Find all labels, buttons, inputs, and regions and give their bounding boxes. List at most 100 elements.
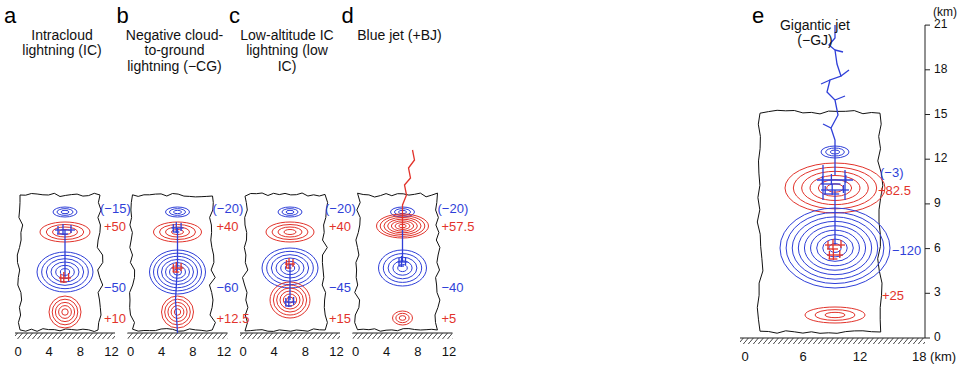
charge-contour	[57, 209, 73, 216]
panel-letter: a	[4, 4, 16, 28]
axis-or-charge-label: +5	[442, 312, 457, 326]
lightning-channel	[68, 273, 69, 281]
lightning-channel	[844, 170, 845, 200]
charge-contour	[393, 311, 413, 325]
lightning-channel	[821, 80, 830, 84]
axis-tick	[925, 338, 930, 339]
axis-or-charge-label: 4	[46, 345, 53, 359]
panel-title: Negative cloud-to-ground lightning (−CG)	[125, 28, 225, 74]
axis-tick	[925, 25, 930, 26]
lightning-channel	[835, 50, 843, 52]
lightning-channel	[173, 264, 174, 272]
lightning-channel	[70, 225, 71, 233]
lightning-channel	[403, 150, 415, 230]
charge-contour	[165, 299, 191, 325]
charge-contour	[399, 316, 406, 321]
axis-or-charge-label: −45	[329, 281, 351, 295]
lightning-channel	[399, 265, 405, 266]
charge-contour	[52, 299, 78, 325]
lightning-channel	[402, 230, 403, 262]
charge-contour	[278, 207, 302, 217]
lightning-channel	[840, 240, 841, 248]
axis-or-charge-label: −120	[892, 244, 921, 258]
axis-or-charge-label: 12	[934, 152, 947, 165]
axis-or-charge-label: (−3)	[880, 166, 903, 180]
charge-contour	[815, 310, 855, 321]
charge-contour	[272, 225, 308, 240]
axis-or-charge-label: (−20)	[325, 202, 356, 216]
lightning-channel	[60, 274, 61, 282]
lightning-channel	[286, 260, 287, 268]
axis-or-charge-label: 12	[104, 345, 118, 359]
lightning-channel	[285, 298, 286, 306]
axis-tick	[925, 69, 930, 70]
axis-or-charge-label: 4	[383, 345, 390, 359]
axis-tick	[925, 114, 930, 115]
lightning-channel	[824, 193, 839, 194]
panel-title: Low-altitude IC lightning (low IC)	[237, 28, 337, 74]
charge-contour	[284, 230, 296, 235]
axis-or-charge-label: −50	[104, 281, 126, 295]
lightning-channel	[292, 259, 293, 267]
axis-or-charge-label: +15	[329, 312, 351, 326]
axis-or-charge-label: +25	[882, 289, 904, 303]
ground-hatch	[353, 333, 453, 339]
axis-or-charge-label: 0	[934, 331, 941, 344]
panel-letter: b	[117, 4, 129, 28]
ground-hatch	[740, 338, 925, 344]
panel-title: Intracloud lightning (IC)	[12, 28, 112, 59]
axis-tick	[925, 159, 930, 160]
lightning-channel	[822, 165, 823, 200]
axis-or-charge-label: +40	[217, 220, 239, 234]
charge-contour	[62, 309, 68, 315]
axis-or-charge-label: 8	[189, 345, 196, 359]
axis-or-charge-label: 0	[741, 350, 748, 364]
lightning-channel	[829, 251, 830, 259]
charge-contour	[825, 312, 845, 317]
charge-contour	[282, 209, 298, 216]
charge-contour	[59, 306, 72, 319]
ground-hatch	[15, 333, 115, 339]
axis-or-charge-label: 4	[271, 345, 278, 359]
lightning-channel	[180, 263, 181, 271]
axis-or-charge-label: 21	[934, 18, 947, 31]
charge-contour	[53, 207, 77, 217]
charge-contour	[805, 307, 865, 323]
axis-or-charge-label: +50	[104, 220, 126, 234]
lightning-channel	[286, 267, 292, 268]
ground-line	[15, 332, 115, 333]
lightning-channel	[405, 257, 406, 265]
axis-tick	[925, 203, 930, 204]
charge-contour	[398, 264, 408, 271]
charge-contour	[170, 266, 186, 279]
panel-letter: e	[752, 4, 764, 28]
charge-contour	[286, 210, 294, 213]
axis-tick	[925, 293, 930, 294]
ground-hatch	[128, 333, 228, 339]
lightning-channel	[57, 226, 58, 234]
axis-tick	[925, 248, 930, 249]
axis-or-charge-label: +12.5	[217, 312, 250, 326]
charge-contour	[171, 306, 184, 319]
axis-or-charge-label: +82.5	[878, 184, 911, 198]
charge-contour	[393, 261, 412, 275]
cloud-outline	[355, 193, 440, 331]
axis-or-charge-label: 12	[329, 345, 343, 359]
cloud-outline	[130, 194, 216, 332]
lightning-channel	[835, 96, 845, 100]
lightning-channel	[173, 231, 180, 232]
axis-or-charge-label: (−15)	[100, 202, 131, 216]
ground-hatch	[240, 333, 340, 339]
axis-or-charge-label: +40	[329, 220, 351, 234]
axis-or-charge-label: −60	[217, 281, 239, 295]
lightning-channel	[180, 223, 181, 231]
lightning-channel	[60, 281, 67, 282]
charge-contour	[266, 222, 314, 242]
axis-or-charge-label: 12	[217, 345, 231, 359]
charge-contour	[396, 313, 409, 322]
axis-or-charge-label: −40	[442, 281, 464, 295]
lightning-channel	[829, 258, 838, 259]
lightning-channel	[843, 185, 844, 193]
axis-or-charge-label: 0	[239, 345, 246, 359]
axis-or-charge-label: 18	[934, 63, 947, 76]
